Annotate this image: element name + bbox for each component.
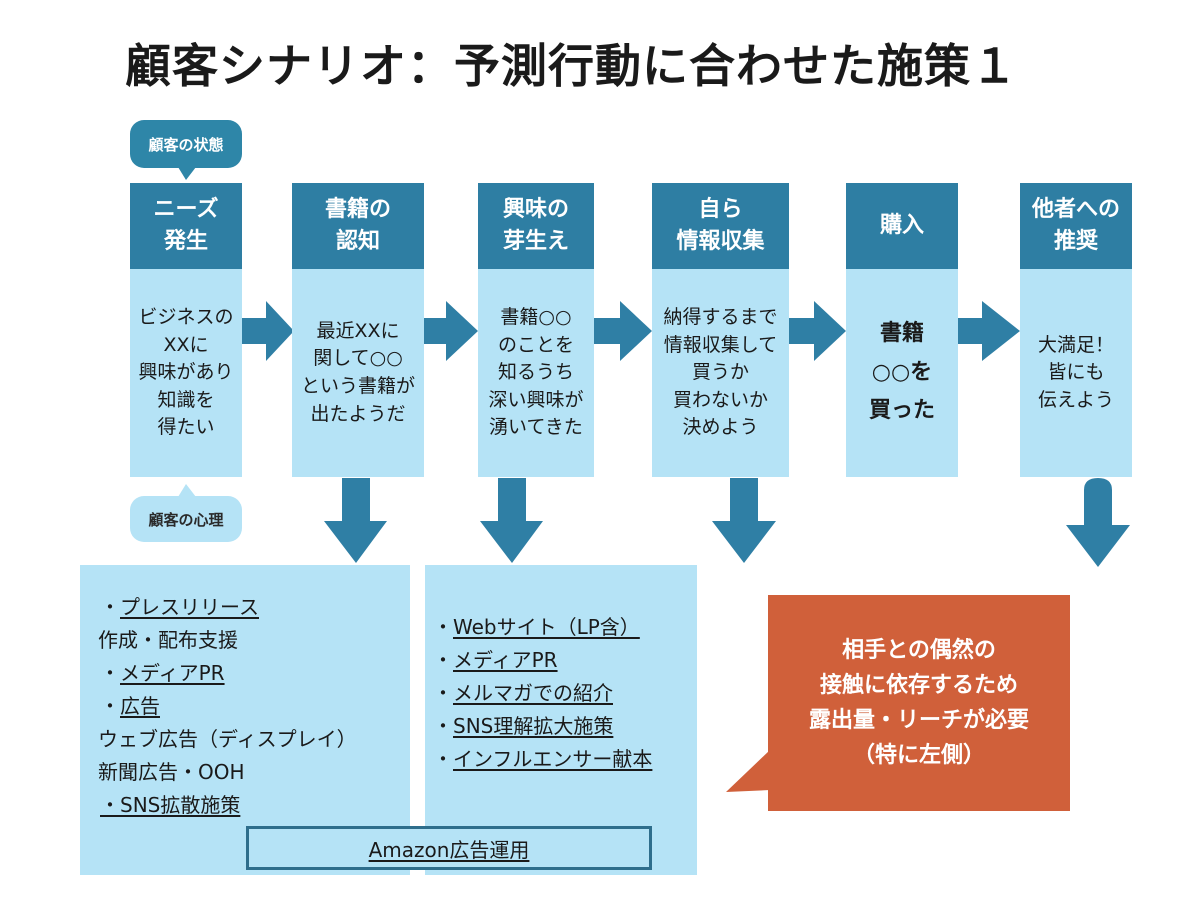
list-item: ・広告 xyxy=(100,694,160,718)
measure-link[interactable]: Webサイト（LP含） xyxy=(453,615,640,639)
flow-arrow-icon xyxy=(242,301,294,361)
state-label-pointer xyxy=(178,167,196,180)
customer-psychology-label: 顧客の心理 xyxy=(130,496,242,542)
stage-header: ニーズ 発生 xyxy=(130,183,242,269)
down-arrow-icon xyxy=(324,478,387,563)
customer-psychology-label-text: 顧客の心理 xyxy=(148,510,224,529)
list-item: 作成・配布支援 xyxy=(98,628,238,652)
callout-note: 相手との偶然の 接触に依存するため 露出量・リーチが必要 （特に左側） xyxy=(768,595,1070,811)
stage-column-need: ニーズ 発生 ビジネスの XXに 興味があり 知識を 得たい xyxy=(130,183,242,477)
measure-link[interactable]: SNS理解拡大施策 xyxy=(453,714,614,738)
stage-header: 興味の 芽生え xyxy=(478,183,594,269)
list-item: 新聞広告・OOH xyxy=(98,760,245,784)
flow-arrow-icon xyxy=(958,301,1020,361)
list-item: ・メディアPR xyxy=(433,648,558,672)
stage-column-interest: 興味の 芽生え 書籍○○ のことを 知るうち 深い興味が 湧いてきた xyxy=(478,183,594,477)
stage-header: 書籍の 認知 xyxy=(292,183,424,269)
down-arrow-icon xyxy=(480,478,543,563)
amazon-ads-link[interactable]: Amazon広告運用 xyxy=(368,837,530,862)
measure-link[interactable]: メディアPR xyxy=(453,648,558,672)
stage-column-purchase: 購入 書籍 ○○を 買った xyxy=(846,183,958,477)
list-item: ウェブ広告（ディスプレイ） xyxy=(98,727,357,751)
psychology-label-pointer xyxy=(178,484,196,497)
stage-description: 大満足！ 皆にも 伝えよう xyxy=(1020,269,1132,477)
measure-link[interactable]: 広告 xyxy=(120,694,160,718)
stage-description: 納得するまで 情報収集して 買うか 買わないか 決めよう xyxy=(652,269,789,477)
amazon-ads-box: Amazon広告運用 xyxy=(246,826,652,870)
stage-column-research: 自ら 情報収集 納得するまで 情報収集して 買うか 買わないか 決めよう xyxy=(652,183,789,477)
flow-arrow-icon xyxy=(789,301,846,361)
customer-state-label: 顧客の状態 xyxy=(130,120,242,168)
callout-pointer xyxy=(726,750,770,792)
stage-header: 自ら 情報収集 xyxy=(652,183,789,269)
customer-state-label-text: 顧客の状態 xyxy=(148,135,224,154)
interest-measures-list: ・Webサイト（LP含） ・メディアPR ・メルマガでの紹介 ・SNS理解拡大施… xyxy=(433,611,652,776)
measure-link[interactable]: プレスリリース xyxy=(120,595,259,619)
down-arrow-icon xyxy=(712,478,776,563)
list-item: ・メディアPR xyxy=(100,661,225,685)
stage-description: 書籍○○ のことを 知るうち 深い興味が 湧いてきた xyxy=(478,269,594,477)
awareness-measures-panel: ・プレスリリース 作成・配布支援 ・メディアPR ・広告 ウェブ広告（ディスプレ… xyxy=(80,565,410,875)
measure-link[interactable]: インフルエンサー献本 xyxy=(453,747,653,771)
awareness-measures-list: ・プレスリリース 作成・配布支援 ・メディアPR ・広告 ウェブ広告（ディスプレ… xyxy=(98,591,357,822)
flow-arrow-icon xyxy=(424,301,478,361)
measure-link[interactable]: メディアPR xyxy=(120,661,225,685)
stage-header: 購入 xyxy=(846,183,958,269)
list-item: ・インフルエンサー献本 xyxy=(433,747,653,771)
list-item: ・SNS理解拡大施策 xyxy=(433,714,614,738)
measure-link[interactable]: メルマガでの紹介 xyxy=(453,681,613,705)
list-item: ・プレスリリース xyxy=(100,595,259,619)
stage-description: ビジネスの XXに 興味があり 知識を 得たい xyxy=(130,269,242,477)
list-item: ・Webサイト（LP含） xyxy=(433,615,640,639)
measure-link[interactable]: ・SNS拡散施策 xyxy=(100,793,241,817)
list-item: ・SNS拡散施策 xyxy=(100,789,357,822)
interest-measures-panel: ・Webサイト（LP含） ・メディアPR ・メルマガでの紹介 ・SNS理解拡大施… xyxy=(425,565,697,875)
list-item: ・メルマガでの紹介 xyxy=(433,681,613,705)
flow-arrow-icon xyxy=(594,301,652,361)
stage-column-recommend: 他者への 推奨 大満足！ 皆にも 伝えよう xyxy=(1020,183,1132,477)
stage-description: 書籍 ○○を 買った xyxy=(846,269,958,477)
down-arrow-icon xyxy=(1066,478,1130,567)
page-title: 顧客シナリオ：予測行動に合わせた施策１ xyxy=(125,39,1018,93)
stage-description: 最近XXに 関して○○ という書籍が 出たようだ xyxy=(292,269,424,477)
stage-column-awareness: 書籍の 認知 最近XXに 関して○○ という書籍が 出たようだ xyxy=(292,183,424,477)
stage-header: 他者への 推奨 xyxy=(1020,183,1132,269)
